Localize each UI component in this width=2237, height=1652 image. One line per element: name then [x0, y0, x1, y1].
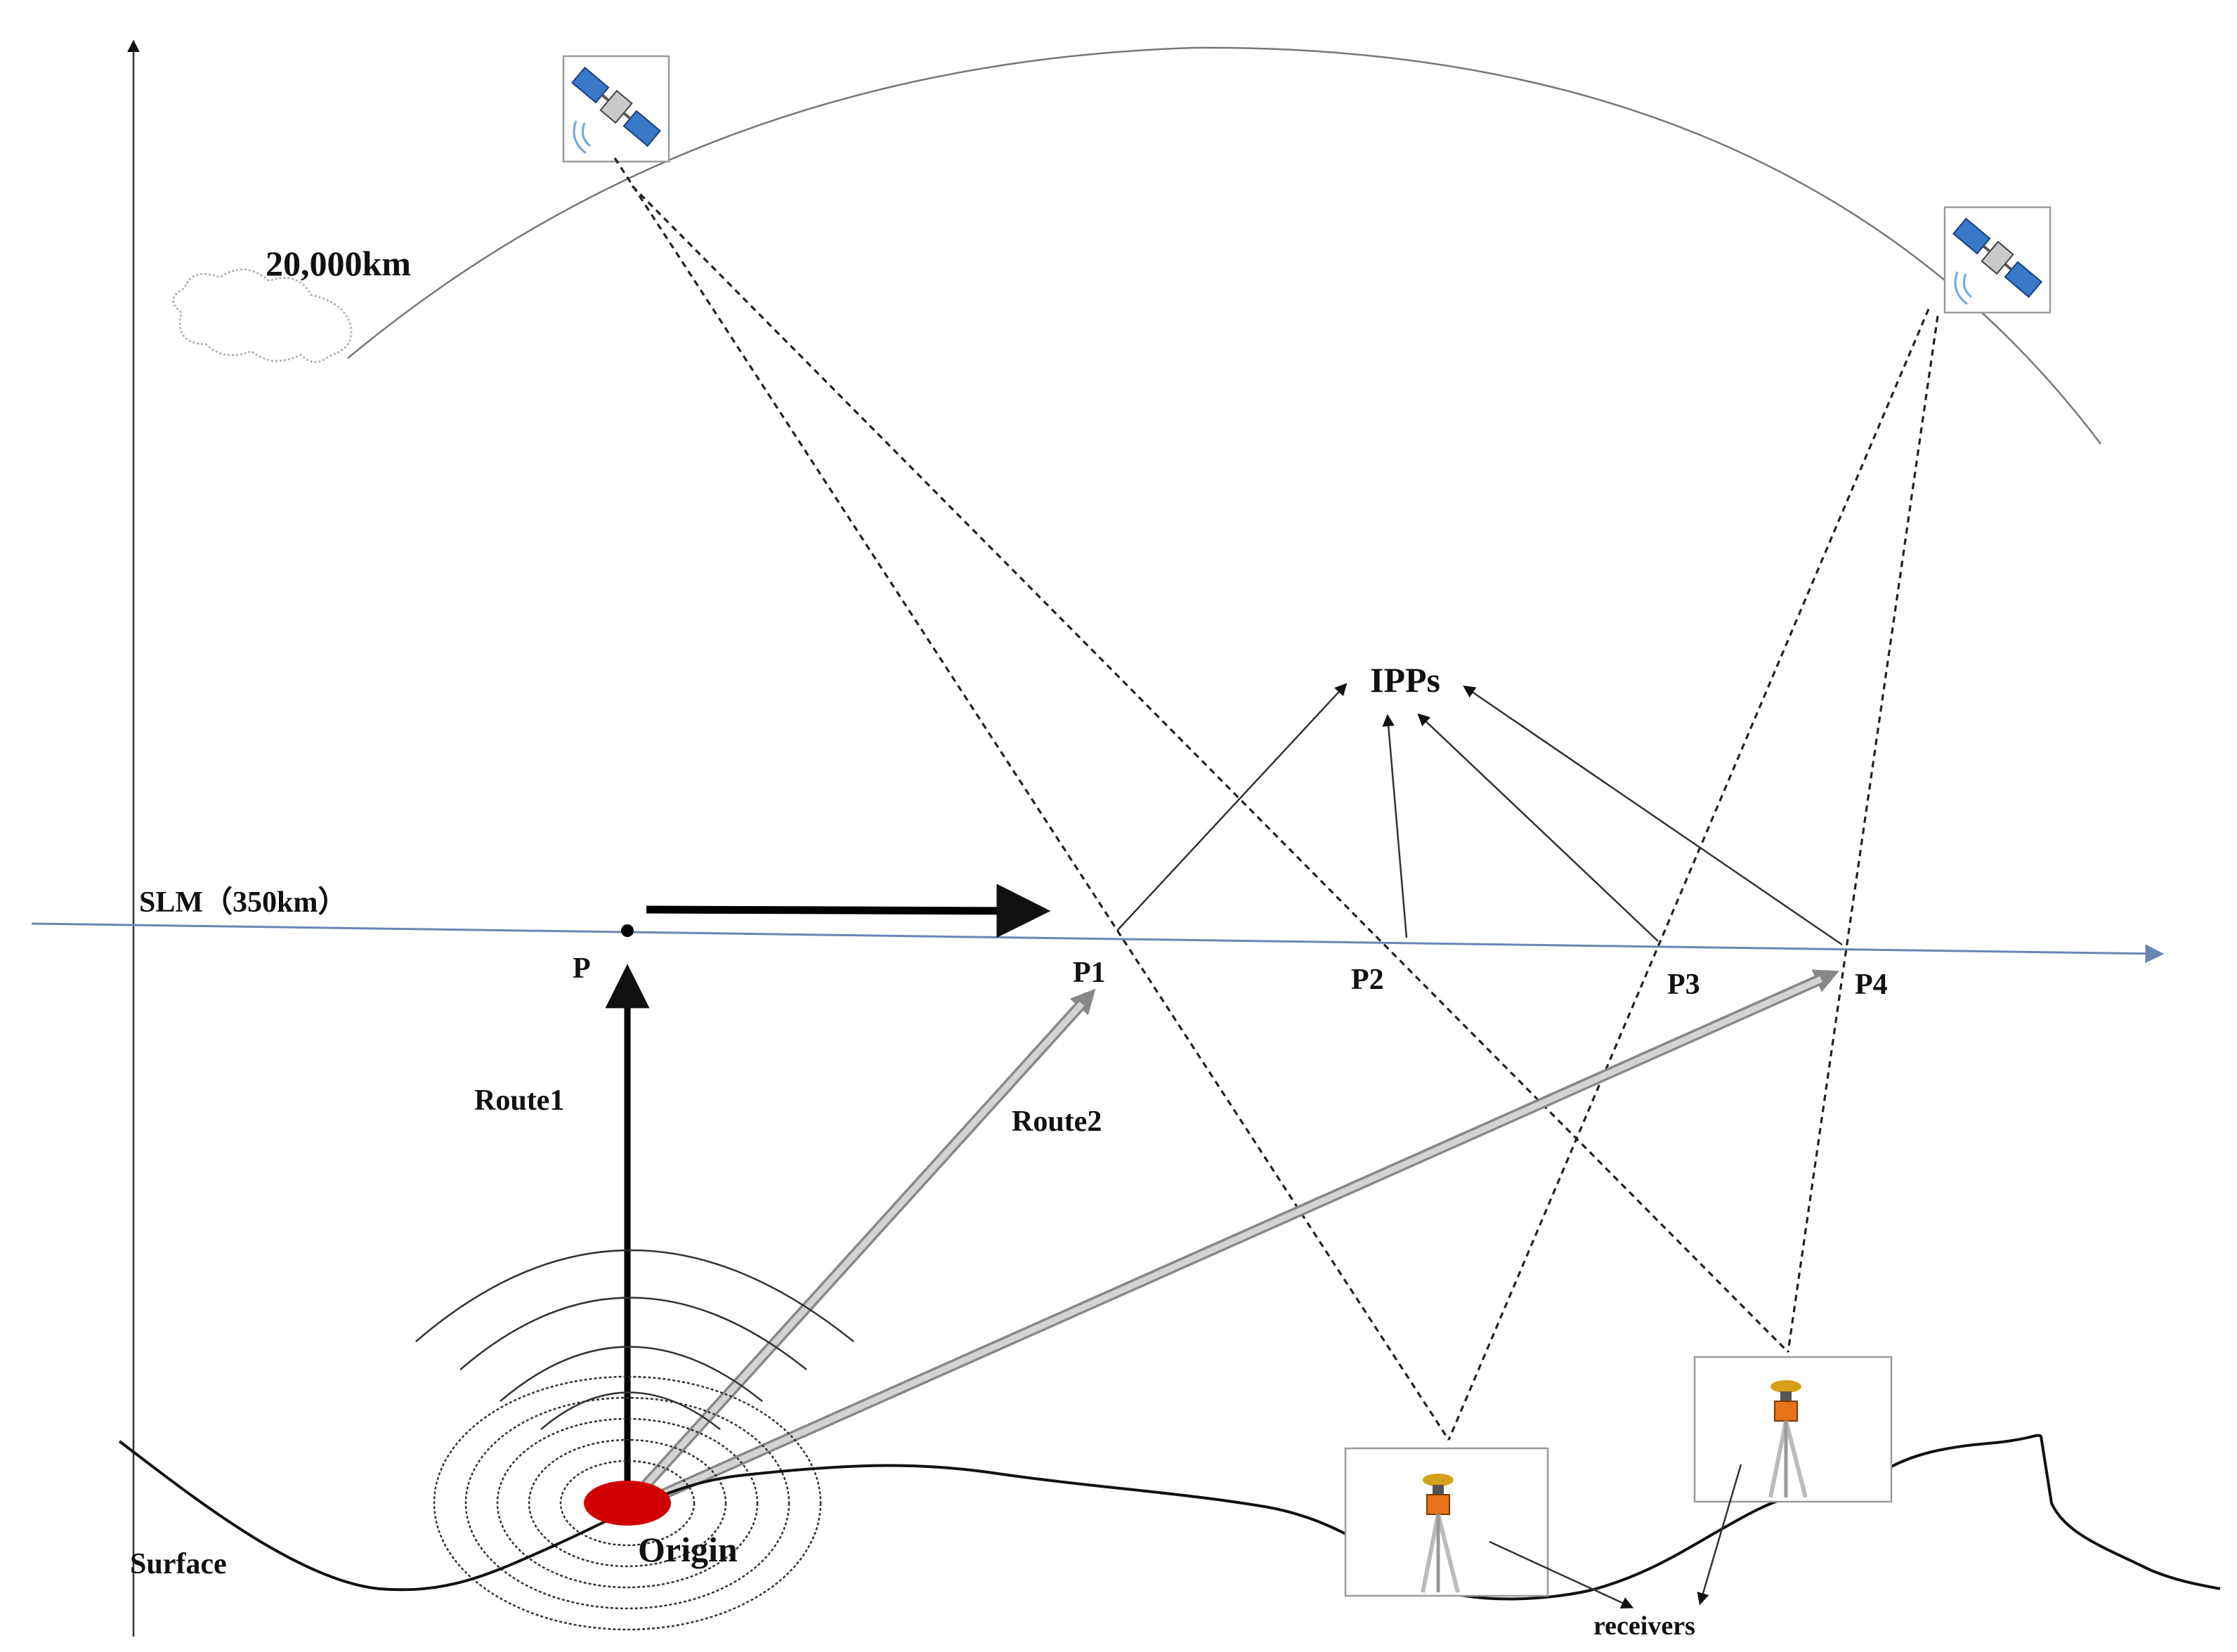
orbit-altitude-label: 20,000km [266, 244, 411, 283]
ipp-arrow [1463, 686, 1843, 946]
origin-marker [584, 1481, 671, 1526]
signal-ray [1787, 315, 1939, 1353]
wave-arc [500, 1346, 763, 1402]
surface-label: Surface [130, 1548, 227, 1580]
cloud-icon [172, 268, 353, 363]
satellite-icon [562, 55, 670, 163]
wave-arc [540, 1391, 721, 1430]
ipps-label: IPPs [1370, 660, 1440, 700]
gnss-tripod-receiver-icon [1344, 1447, 1549, 1597]
route2-label: Route2 [1012, 1106, 1102, 1138]
wave-ring [496, 1417, 759, 1589]
origin-label: Origin [638, 1530, 738, 1569]
wave-ring [559, 1460, 696, 1547]
route-p4-line-highlight [645, 976, 1822, 1505]
point-p3-label: P3 [1667, 969, 1700, 1001]
movement-arrow [646, 884, 1051, 938]
point-p-marker [621, 924, 634, 937]
signal-ray [631, 185, 1789, 1353]
route1-label: Route1 [474, 1084, 564, 1117]
slm-axis [31, 922, 2165, 964]
slm-label: SLM（350km） [139, 886, 347, 919]
wave-arc [459, 1297, 807, 1370]
satellite-icon [1943, 206, 2052, 314]
signal-ray [613, 157, 1450, 1441]
gnss-tripod-receiver-icon [1693, 1356, 1893, 1503]
ipp-arrow [1382, 714, 1408, 938]
wave-arc [415, 1249, 854, 1342]
wave-ring [464, 1396, 790, 1610]
wave-ring [433, 1375, 822, 1631]
orbit-arc [347, 46, 2101, 445]
route2-line-highlight [633, 1001, 1085, 1499]
point-p1-label: P1 [1073, 957, 1106, 989]
point-p-label: P [573, 952, 591, 985]
ipp-arrow [1116, 683, 1348, 931]
receivers-label: receivers [1593, 1611, 1695, 1641]
signal-ray [1447, 308, 1930, 1441]
point-p4-label: P4 [1855, 969, 1888, 1001]
receivers-pointer-arrow [1697, 1464, 1742, 1606]
receivers-pointer-arrow [1489, 1540, 1634, 1609]
ipp-arrow [1417, 713, 1659, 942]
point-p2-label: P2 [1351, 964, 1384, 996]
wave-ring [528, 1438, 727, 1568]
